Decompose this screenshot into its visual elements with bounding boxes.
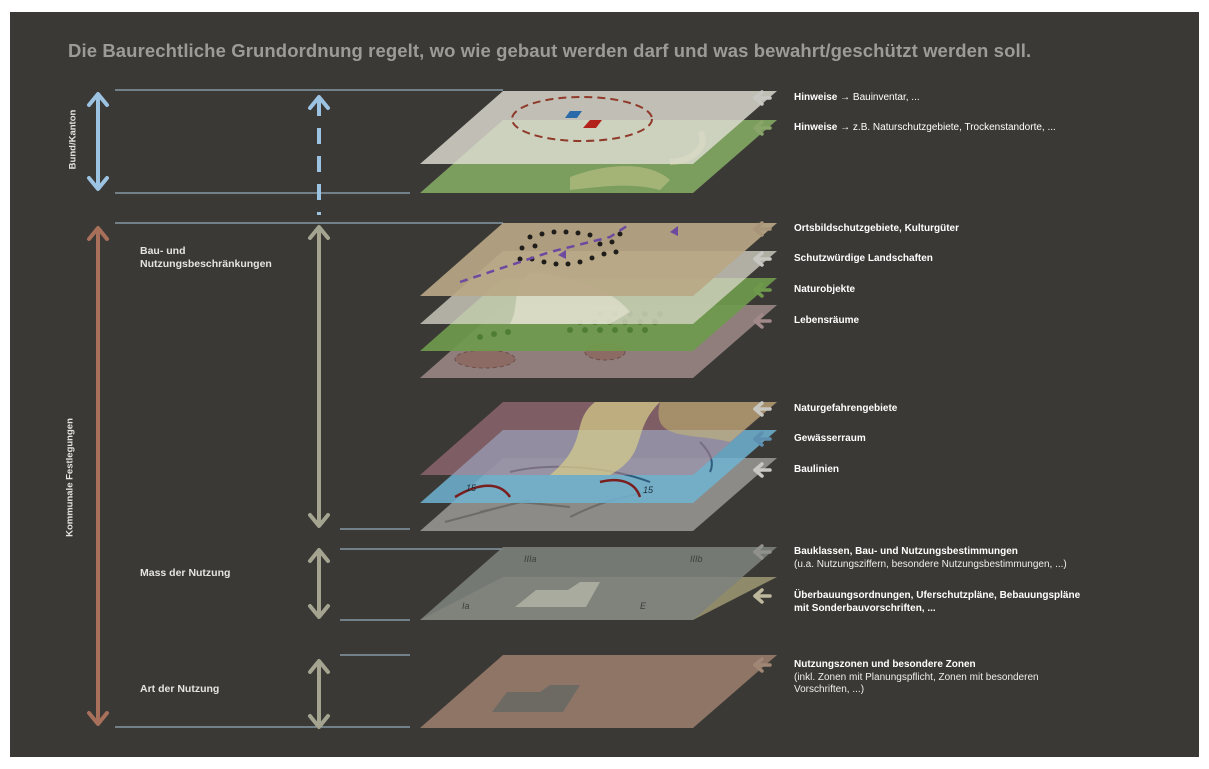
bund-dashed-arrow: [308, 95, 330, 215]
diagram-canvas: 15 15 IIIa IIIb Ia E: [87, 89, 777, 729]
mass-range-arrow: [308, 548, 330, 619]
arrow-gewaesser: [753, 431, 772, 447]
bauinventar-object-icon: [583, 120, 602, 128]
arrow-baulinien: [753, 462, 772, 478]
label-nutzungszonen: Nutzungszonen und besondere Zonen(inkl. …: [794, 659, 1039, 695]
layer-bauklassen: IIIa IIIb Ia E: [420, 547, 777, 620]
arrow-landschaften: [753, 251, 772, 267]
section-bau-nutzungsbeschraenkungen: Bau- und Nutzungsbeschränkungen: [140, 245, 272, 270]
label-hinweise-bauinventar: Hinweise → Bauinventar, ...: [794, 92, 920, 103]
label-ortsbildschutz: Ortsbildschutzgebiete, Kulturgüter: [794, 223, 960, 234]
arrow-hinweise-natur: [753, 120, 772, 136]
arrow-ueberbauung: [753, 588, 772, 604]
baulinie-distance-right: 15: [643, 485, 654, 495]
layer-pointer-arrows: [753, 90, 772, 673]
zone-label-iiia: IIIa: [524, 554, 537, 564]
layer-nutzungszonen: [420, 655, 777, 728]
label-bauklassen: Bauklassen, Bau- und Nutzungsbestimmunge…: [794, 546, 1067, 570]
layer-naturgefahren: [420, 402, 777, 475]
art-range-arrow: [308, 659, 330, 729]
section-mass-der-nutzung: Mass der Nutzung: [140, 567, 231, 579]
label-ueberbauungsordnungen: Überbauungsordnungen, Uferschutzpläne, B…: [794, 590, 1081, 614]
arrow-lebensraeume: [753, 313, 772, 329]
arrow-naturgefahren: [753, 401, 772, 417]
zone-label-iiib: IIIb: [690, 554, 703, 564]
label-lebensraeume: Lebensräume: [794, 315, 860, 326]
arrow-nutzungszonen: [753, 657, 772, 673]
diagram-panel: Die Baurechtliche Grundordnung regelt, w…: [10, 12, 1199, 757]
bauinventar-object-icon: [565, 111, 582, 118]
arrow-hinweise-bauinventar: [753, 90, 772, 106]
bund-kanton-arrow: [87, 92, 109, 191]
zone-label-e: E: [640, 601, 647, 611]
label-gewaesserraum: Gewässerraum: [794, 433, 866, 444]
layer-ortsbildschutz: [420, 222, 777, 296]
diagram-title: Die Baurechtliche Grundordnung regelt, w…: [68, 40, 1032, 61]
kulturgut-icon: [670, 226, 678, 236]
layer-hinweise-bauinventar: [420, 91, 777, 164]
kommunal-label: Kommunale Festlegungen: [64, 418, 76, 537]
baulinie-distance-left: 15: [466, 483, 477, 493]
bau-range-arrow: [308, 225, 330, 528]
arrow-naturobjekte: [753, 282, 772, 298]
label-baulinien: Baulinien: [794, 464, 840, 475]
bund-kanton-label: Bund/Kanton: [67, 109, 79, 170]
arrow-bauklassen: [753, 544, 772, 560]
section-art-der-nutzung: Art der Nutzung: [140, 683, 220, 695]
label-naturobjekte: Naturobjekte: [794, 284, 856, 295]
arrow-ortsbild: [753, 221, 772, 237]
kommunal-arrow: [87, 226, 109, 726]
zone-label-ia: Ia: [462, 601, 470, 611]
bauklasse-parcel: [515, 582, 600, 607]
label-naturgefahren: Naturgefahrengebiete: [794, 403, 898, 414]
nutzungszone-parcel: [492, 685, 580, 712]
label-landschaften: Schutzwürdige Landschaften: [794, 253, 933, 264]
label-hinweise-natur: Hinweise → z.B. Naturschutzgebiete, Troc…: [794, 122, 1056, 133]
guide-lines: [115, 89, 503, 728]
kulturgut-icon: [558, 250, 566, 259]
